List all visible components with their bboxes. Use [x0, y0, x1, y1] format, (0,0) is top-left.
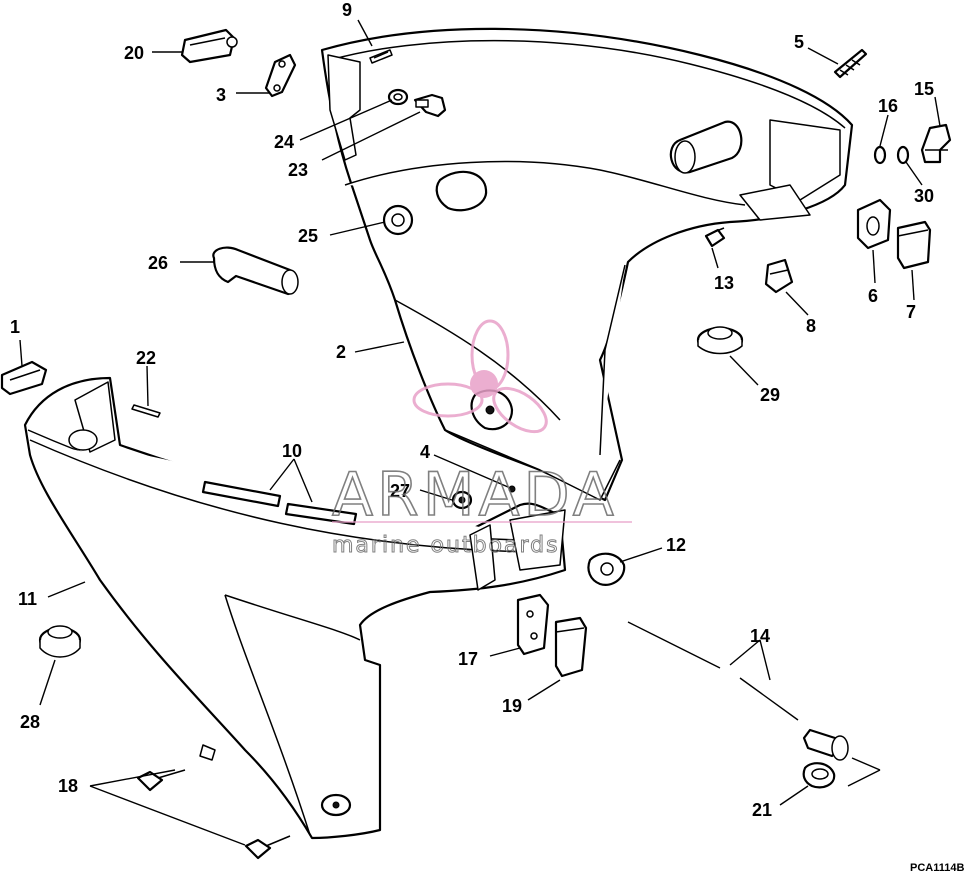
- part-9-screw: [369, 49, 393, 64]
- callout-22: 22: [136, 348, 156, 368]
- watermark: ARMADA marine outboards: [331, 319, 632, 559]
- part-14-cable: [627, 621, 849, 761]
- callout-27: 27: [390, 481, 410, 501]
- callout-29: 29: [760, 385, 780, 405]
- upper-motor-cover: [320, 27, 854, 502]
- part-13-pin: [704, 227, 726, 248]
- part-8-clip: [764, 258, 794, 294]
- callout-28: 28: [20, 712, 40, 732]
- callout-8: 8: [806, 316, 816, 336]
- callout-20: 20: [124, 43, 144, 63]
- callout-30: 30: [914, 186, 934, 206]
- callout-25: 25: [298, 226, 318, 246]
- part-3-hook: [264, 53, 297, 98]
- watermark-brand: ARMADA: [332, 460, 618, 530]
- part-7-cap: [896, 220, 932, 270]
- part-1-block: [0, 360, 48, 396]
- propeller-logo-icon: [412, 319, 548, 434]
- callout-numbers: 1 2 3 4 5 6 7 8 9 10 11 12 13 14 15 16 1…: [10, 0, 934, 820]
- part-22-screw: [131, 404, 161, 418]
- callout-2: 2: [336, 342, 346, 362]
- part-6-clip: [856, 198, 892, 250]
- callout-21: 21: [752, 800, 772, 820]
- part-26-drain-elbow: [212, 246, 299, 296]
- lower-motor-cover: [23, 376, 567, 840]
- callout-7: 7: [906, 302, 916, 322]
- part-20-latch-block: [180, 28, 238, 64]
- part-21-grommet: [802, 762, 836, 789]
- part-19-cap: [554, 616, 588, 678]
- callout-19: 19: [502, 696, 522, 716]
- part-29-grommet: [696, 326, 744, 355]
- callout-24: 24: [274, 132, 294, 152]
- part-10-strips: [201, 480, 358, 526]
- callout-14: 14: [750, 626, 770, 646]
- part-12-knob: [587, 552, 626, 586]
- callout-18: 18: [58, 776, 78, 796]
- callout-17: 17: [458, 649, 478, 669]
- watermark-tagline: marine outboards: [332, 533, 560, 558]
- part-5-screw: [833, 48, 868, 79]
- part-17-plate: [516, 593, 550, 656]
- callout-26: 26: [148, 253, 168, 273]
- callout-11: 11: [18, 589, 37, 609]
- callout-15: 15: [914, 79, 934, 99]
- part-18-screws: [136, 769, 291, 860]
- callout-4: 4: [420, 442, 430, 462]
- part-28-grommet: [38, 625, 82, 658]
- callout-3: 3: [216, 85, 226, 105]
- part-27-grommet: [451, 490, 473, 510]
- callout-13: 13: [714, 273, 734, 293]
- part-30-washer: [896, 145, 910, 165]
- callout-1: 1: [10, 317, 20, 337]
- callout-10: 10: [282, 441, 302, 461]
- part-4-dot: [508, 485, 516, 493]
- part-16-washer: [873, 145, 887, 165]
- callout-23: 23: [288, 160, 308, 180]
- callout-6: 6: [868, 286, 878, 306]
- part-15-bracket: [920, 123, 952, 164]
- callout-12: 12: [666, 535, 686, 555]
- callout-9: 9: [342, 0, 352, 20]
- leader-lines: [19, 19, 941, 846]
- callout-5: 5: [794, 32, 804, 52]
- part-23-bolt: [413, 93, 447, 118]
- figure-code: PCA1114B: [910, 862, 964, 874]
- callout-16: 16: [878, 96, 898, 116]
- part-24-washer: [387, 88, 409, 106]
